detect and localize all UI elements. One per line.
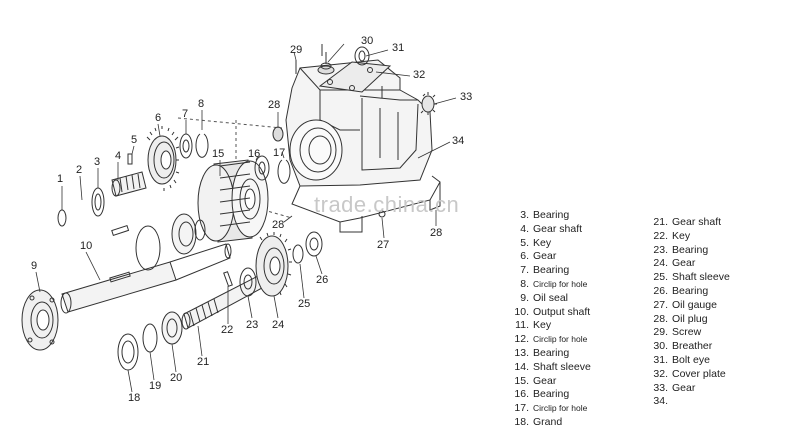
callout-19: 19 [149, 380, 162, 392]
callout-6: 6 [155, 112, 162, 124]
callout-16: 16 [248, 148, 261, 160]
legend-row: 12.Circlip for hole [514, 333, 588, 346]
legend-row: 7.Bearing [520, 264, 570, 277]
legend-row: 9.Oil seal [520, 291, 569, 304]
legend-row: 8.Circlip for hole [520, 277, 588, 290]
callout-5: 5 [131, 134, 138, 146]
callout-24: 24 [272, 319, 285, 331]
parts-legend-left: 3.Bearing 4.Gear shaft 5.Key 6.Gear 7.Be… [503, 209, 591, 430]
callout-31: 31 [392, 42, 405, 54]
bearing-3-part [91, 187, 105, 217]
legend-row: 25.Shaft sleeve [653, 271, 730, 284]
gear-shaft-21-part [181, 275, 263, 330]
legend-row: 27.Oil gauge [653, 298, 717, 311]
output-shaft-10-part [60, 243, 232, 314]
legend-row: 33.Gear [653, 381, 696, 394]
legend-row: 10.Output shaft [514, 305, 591, 318]
legend-row: 13.Bearing [514, 346, 570, 359]
callout-23: 23 [246, 319, 259, 331]
leader-lines [35, 43, 457, 393]
gear-shaft-4-part [111, 171, 147, 197]
callout-17: 17 [273, 147, 286, 159]
parts-legend-right: 21.Gear shaft 22.Key 23.Bearing 24.Gear … [642, 216, 730, 409]
exploded-gearbox-diagram: trade.china.cn 1 2 3 4 5 6 7 8 9 10 15 1… [21, 35, 730, 428]
legend-row: 16.Bearing [514, 388, 570, 401]
legend-row: 26.Bearing [653, 284, 709, 297]
legend-row: 18.Grand [514, 415, 563, 428]
legend-row: 28.Oil plug [653, 312, 708, 325]
diagram-drawing [21, 43, 457, 393]
callout-33: 33 [460, 91, 473, 103]
gear-6-part [146, 126, 180, 191]
bearing-13-part [171, 213, 197, 255]
callout-4: 4 [115, 150, 122, 162]
callout-21: 21 [197, 356, 210, 368]
legend-row: 15.Gear [514, 374, 557, 387]
legend-row: 22.Key [653, 229, 691, 242]
callout-15: 15 [212, 148, 225, 160]
callout-9: 9 [31, 260, 38, 272]
callout-2: 2 [76, 164, 83, 176]
legend-row: 11.Key [515, 319, 552, 332]
gear-housing [285, 44, 441, 233]
gear-15-part [197, 159, 269, 243]
legend-row: 30.Breather [653, 340, 713, 353]
callout-30: 30 [361, 35, 374, 47]
oil-seal-9-part [21, 289, 59, 351]
callout-3: 3 [94, 156, 101, 168]
legend-row: 21.Gear shaft [653, 216, 722, 228]
watermark: trade.china.cn [314, 192, 460, 217]
legend-row: 4.Gear shaft [520, 222, 583, 235]
legend-row: 32.Cover plate [653, 367, 726, 380]
legend-row: 14.Shaft sleeve [514, 360, 591, 373]
callout-8: 8 [198, 98, 205, 110]
callout-18: 18 [128, 392, 141, 404]
legend-row: 31.Bolt eye [653, 353, 710, 366]
callout-1: 1 [57, 173, 64, 185]
callout-28-plug: 28 [430, 227, 443, 239]
legend-row: 6.Gear [520, 250, 557, 263]
legend-row: 17.Circlip for hole [514, 402, 588, 415]
callout-10: 10 [80, 240, 93, 252]
legend-row: 34. [653, 395, 668, 408]
callout-28-left: 28 [272, 219, 285, 231]
callout-32: 32 [413, 69, 426, 81]
legend-row: 24.Gear [653, 257, 696, 270]
callout-25: 25 [298, 298, 311, 310]
callout-7: 7 [182, 108, 189, 120]
callout-26: 26 [316, 274, 329, 286]
legend-row: 23.Bearing [653, 243, 709, 256]
callout-34: 34 [452, 135, 465, 147]
legend-row: 29.Screw [653, 326, 702, 339]
callout-22: 22 [221, 324, 234, 336]
gear-24-part [255, 232, 292, 297]
legend-row: 3.Bearing [520, 209, 570, 221]
callout-28-top: 28 [268, 99, 281, 111]
legend-row: 5.Key [520, 236, 552, 249]
callout-27: 27 [377, 239, 390, 251]
callout-20: 20 [170, 372, 183, 384]
callout-29: 29 [290, 44, 303, 56]
